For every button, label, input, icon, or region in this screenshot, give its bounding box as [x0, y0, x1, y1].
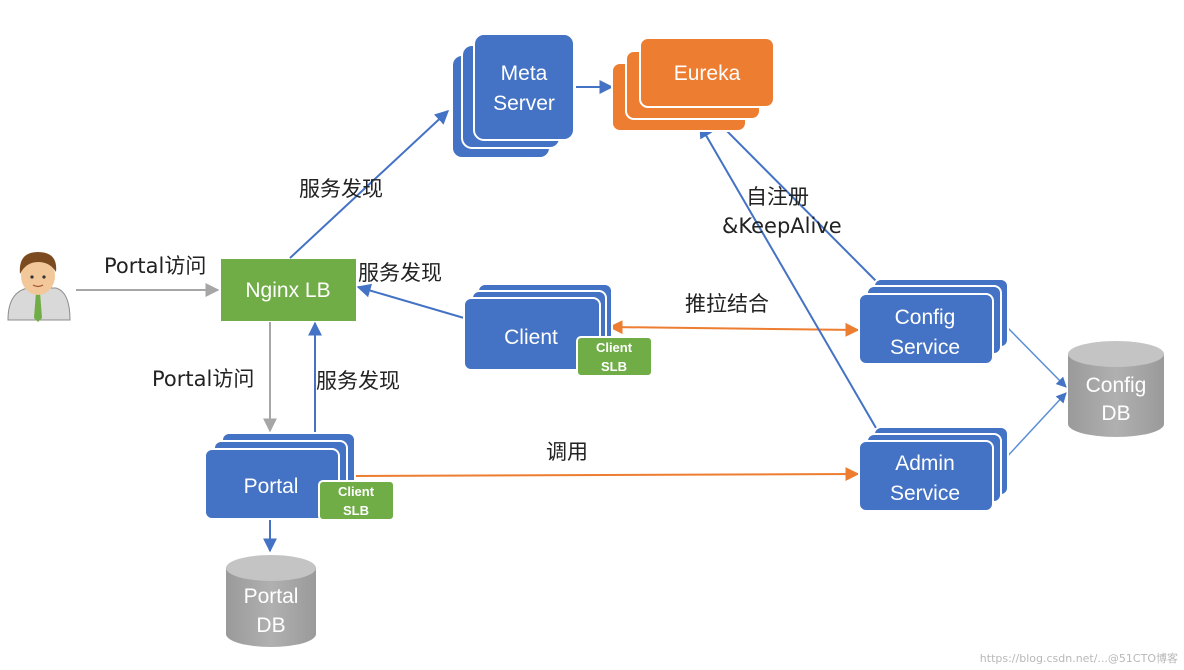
config-db-cylinder[interactable]: Config DB [1068, 341, 1164, 437]
config-service-node[interactable]: Config Service [858, 278, 1009, 365]
label-invoke: 调用 [546, 440, 588, 464]
config-service-label-2: Service [890, 336, 960, 359]
admin-service-label-2: Service [890, 482, 960, 505]
portal-db-label-1: Portal [244, 585, 299, 608]
portal-db-cylinder[interactable]: Portal DB [226, 555, 316, 647]
client-slb-node[interactable]: Client SLB [576, 336, 653, 377]
portal-slb-label-2: SLB [343, 503, 369, 518]
eureka-label: Eureka [674, 62, 741, 85]
arrow-client-config-pushpull [608, 320, 860, 337]
connectors [76, 80, 1067, 553]
arrow-client-to-nginx [356, 283, 465, 319]
label-push-pull: 推拉结合 [685, 292, 769, 316]
client-node[interactable]: Client [463, 283, 613, 371]
label-register-2: &KeepAlive [722, 214, 842, 238]
eureka-node[interactable]: Eureka [611, 37, 775, 132]
label-discovery-portal: 服务发现 [316, 369, 400, 393]
nginx-lb-node[interactable]: Nginx LB [221, 259, 356, 321]
arrow-portal-to-admin [353, 467, 860, 482]
portal-label: Portal [244, 475, 299, 498]
label-portal-access-user: Portal访问 [104, 254, 206, 278]
client-slb-label-1: Client [596, 340, 633, 355]
admin-service-label-1: Admin [895, 452, 955, 475]
label-discovery-meta: 服务发现 [299, 177, 383, 201]
label-portal-access-down: Portal访问 [152, 367, 254, 391]
arrow-config-to-eureka [713, 117, 879, 284]
label-discovery-client: 服务发现 [358, 261, 442, 285]
meta-server-label-1: Meta [501, 62, 548, 85]
portal-slb-label-1: Client [338, 484, 375, 499]
nginx-lb-label: Nginx LB [245, 279, 330, 302]
client-slb-label-2: SLB [601, 359, 627, 374]
portal-db-label-2: DB [256, 614, 285, 637]
client-label: Client [504, 326, 558, 349]
config-db-label-1: Config [1086, 374, 1147, 397]
meta-server-label-2: Server [493, 92, 555, 115]
label-register-1: 自注册 [746, 185, 809, 209]
admin-service-node[interactable]: Admin Service [858, 426, 1009, 512]
arrow-nginx-to-meta [289, 110, 450, 259]
config-db-label-2: DB [1101, 402, 1130, 425]
arrow-admin-to-eureka [699, 123, 877, 429]
portal-slb-node[interactable]: Client SLB [318, 480, 395, 521]
watermark-text: https://blog.csdn.net/...@51CTO博客 [980, 651, 1178, 665]
user-avatar-icon [7, 252, 71, 322]
arrow-admin-to-db [1003, 392, 1067, 461]
meta-server-node[interactable]: Meta Server [451, 33, 575, 159]
config-service-label-1: Config [895, 306, 956, 329]
arrow-config-to-db [1003, 323, 1067, 388]
